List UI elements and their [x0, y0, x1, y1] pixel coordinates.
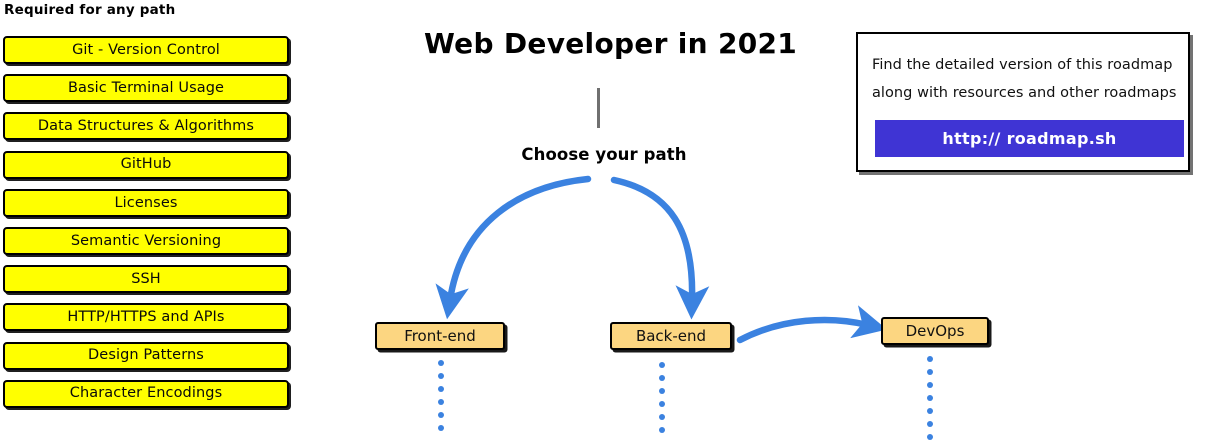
- required-item-http-https-and-apis[interactable]: HTTP/HTTPS and APIs: [3, 303, 289, 332]
- required-item-label: Design Patterns: [88, 347, 204, 364]
- required-item-licenses[interactable]: Licenses: [3, 188, 289, 217]
- required-item-label: Basic Terminal Usage: [67, 79, 225, 96]
- required-item-label: Semantic Versioning: [70, 232, 222, 249]
- page-title: Web Developer in 2021: [424, 27, 798, 60]
- required-item-data-structures-algorithms[interactable]: Data Structures & Algorithms: [3, 112, 289, 141]
- curved-arrow-down-right-icon: [610, 176, 710, 320]
- required-item-ssh[interactable]: SSH: [3, 265, 289, 294]
- vertical-line-icon: [597, 88, 600, 128]
- info-box: Find the detailed version of this roadma…: [856, 32, 1190, 172]
- required-item-character-encodings[interactable]: Character Encodings: [3, 379, 289, 408]
- path-node-label: Front-end: [404, 326, 476, 345]
- required-items-list: Git - Version Control Basic Terminal Usa…: [3, 36, 289, 418]
- required-item-git[interactable]: Git - Version Control: [3, 36, 289, 64]
- path-node-label: DevOps: [905, 321, 965, 340]
- required-item-github[interactable]: GitHub: [3, 150, 289, 179]
- required-item-label: Git - Version Control: [72, 41, 220, 58]
- info-box-line-2: along with resources and other roadmaps: [872, 85, 1177, 101]
- required-item-label: HTTP/HTTPS and APIs: [67, 309, 225, 326]
- dotted-connector-frontend: [438, 360, 445, 438]
- path-node-devops[interactable]: DevOps: [881, 317, 989, 345]
- required-item-design-patterns[interactable]: Design Patterns: [3, 341, 289, 370]
- required-item-basic-terminal-usage[interactable]: Basic Terminal Usage: [3, 74, 289, 103]
- required-item-label: Character Encodings: [69, 385, 223, 402]
- path-node-label: Back-end: [635, 326, 707, 345]
- curved-arrow-down-left-icon: [435, 175, 592, 320]
- choose-your-path-label: Choose your path: [521, 145, 687, 164]
- info-box-line-1: Find the detailed version of this roadma…: [872, 57, 1173, 73]
- roadmap-url-label: http:// roadmap.sh: [942, 129, 1117, 148]
- roadmap-url-button[interactable]: http:// roadmap.sh: [875, 120, 1184, 157]
- required-item-semantic-versioning[interactable]: Semantic Versioning: [3, 226, 289, 255]
- path-node-frontend[interactable]: Front-end: [375, 322, 505, 350]
- dotted-connector-devops: [927, 356, 934, 447]
- required-item-label: Data Structures & Algorithms: [37, 118, 255, 135]
- required-section-header: Required for any path: [4, 2, 176, 18]
- curved-arrow-right-icon: [736, 305, 887, 344]
- dotted-connector-backend: [659, 362, 666, 440]
- required-item-label: GitHub: [120, 156, 172, 173]
- required-item-label: Licenses: [114, 194, 178, 211]
- roadmap-canvas: Required for any path Git - Version Cont…: [3, 2, 1190, 440]
- required-item-label: SSH: [131, 270, 161, 287]
- path-node-backend[interactable]: Back-end: [610, 322, 732, 350]
